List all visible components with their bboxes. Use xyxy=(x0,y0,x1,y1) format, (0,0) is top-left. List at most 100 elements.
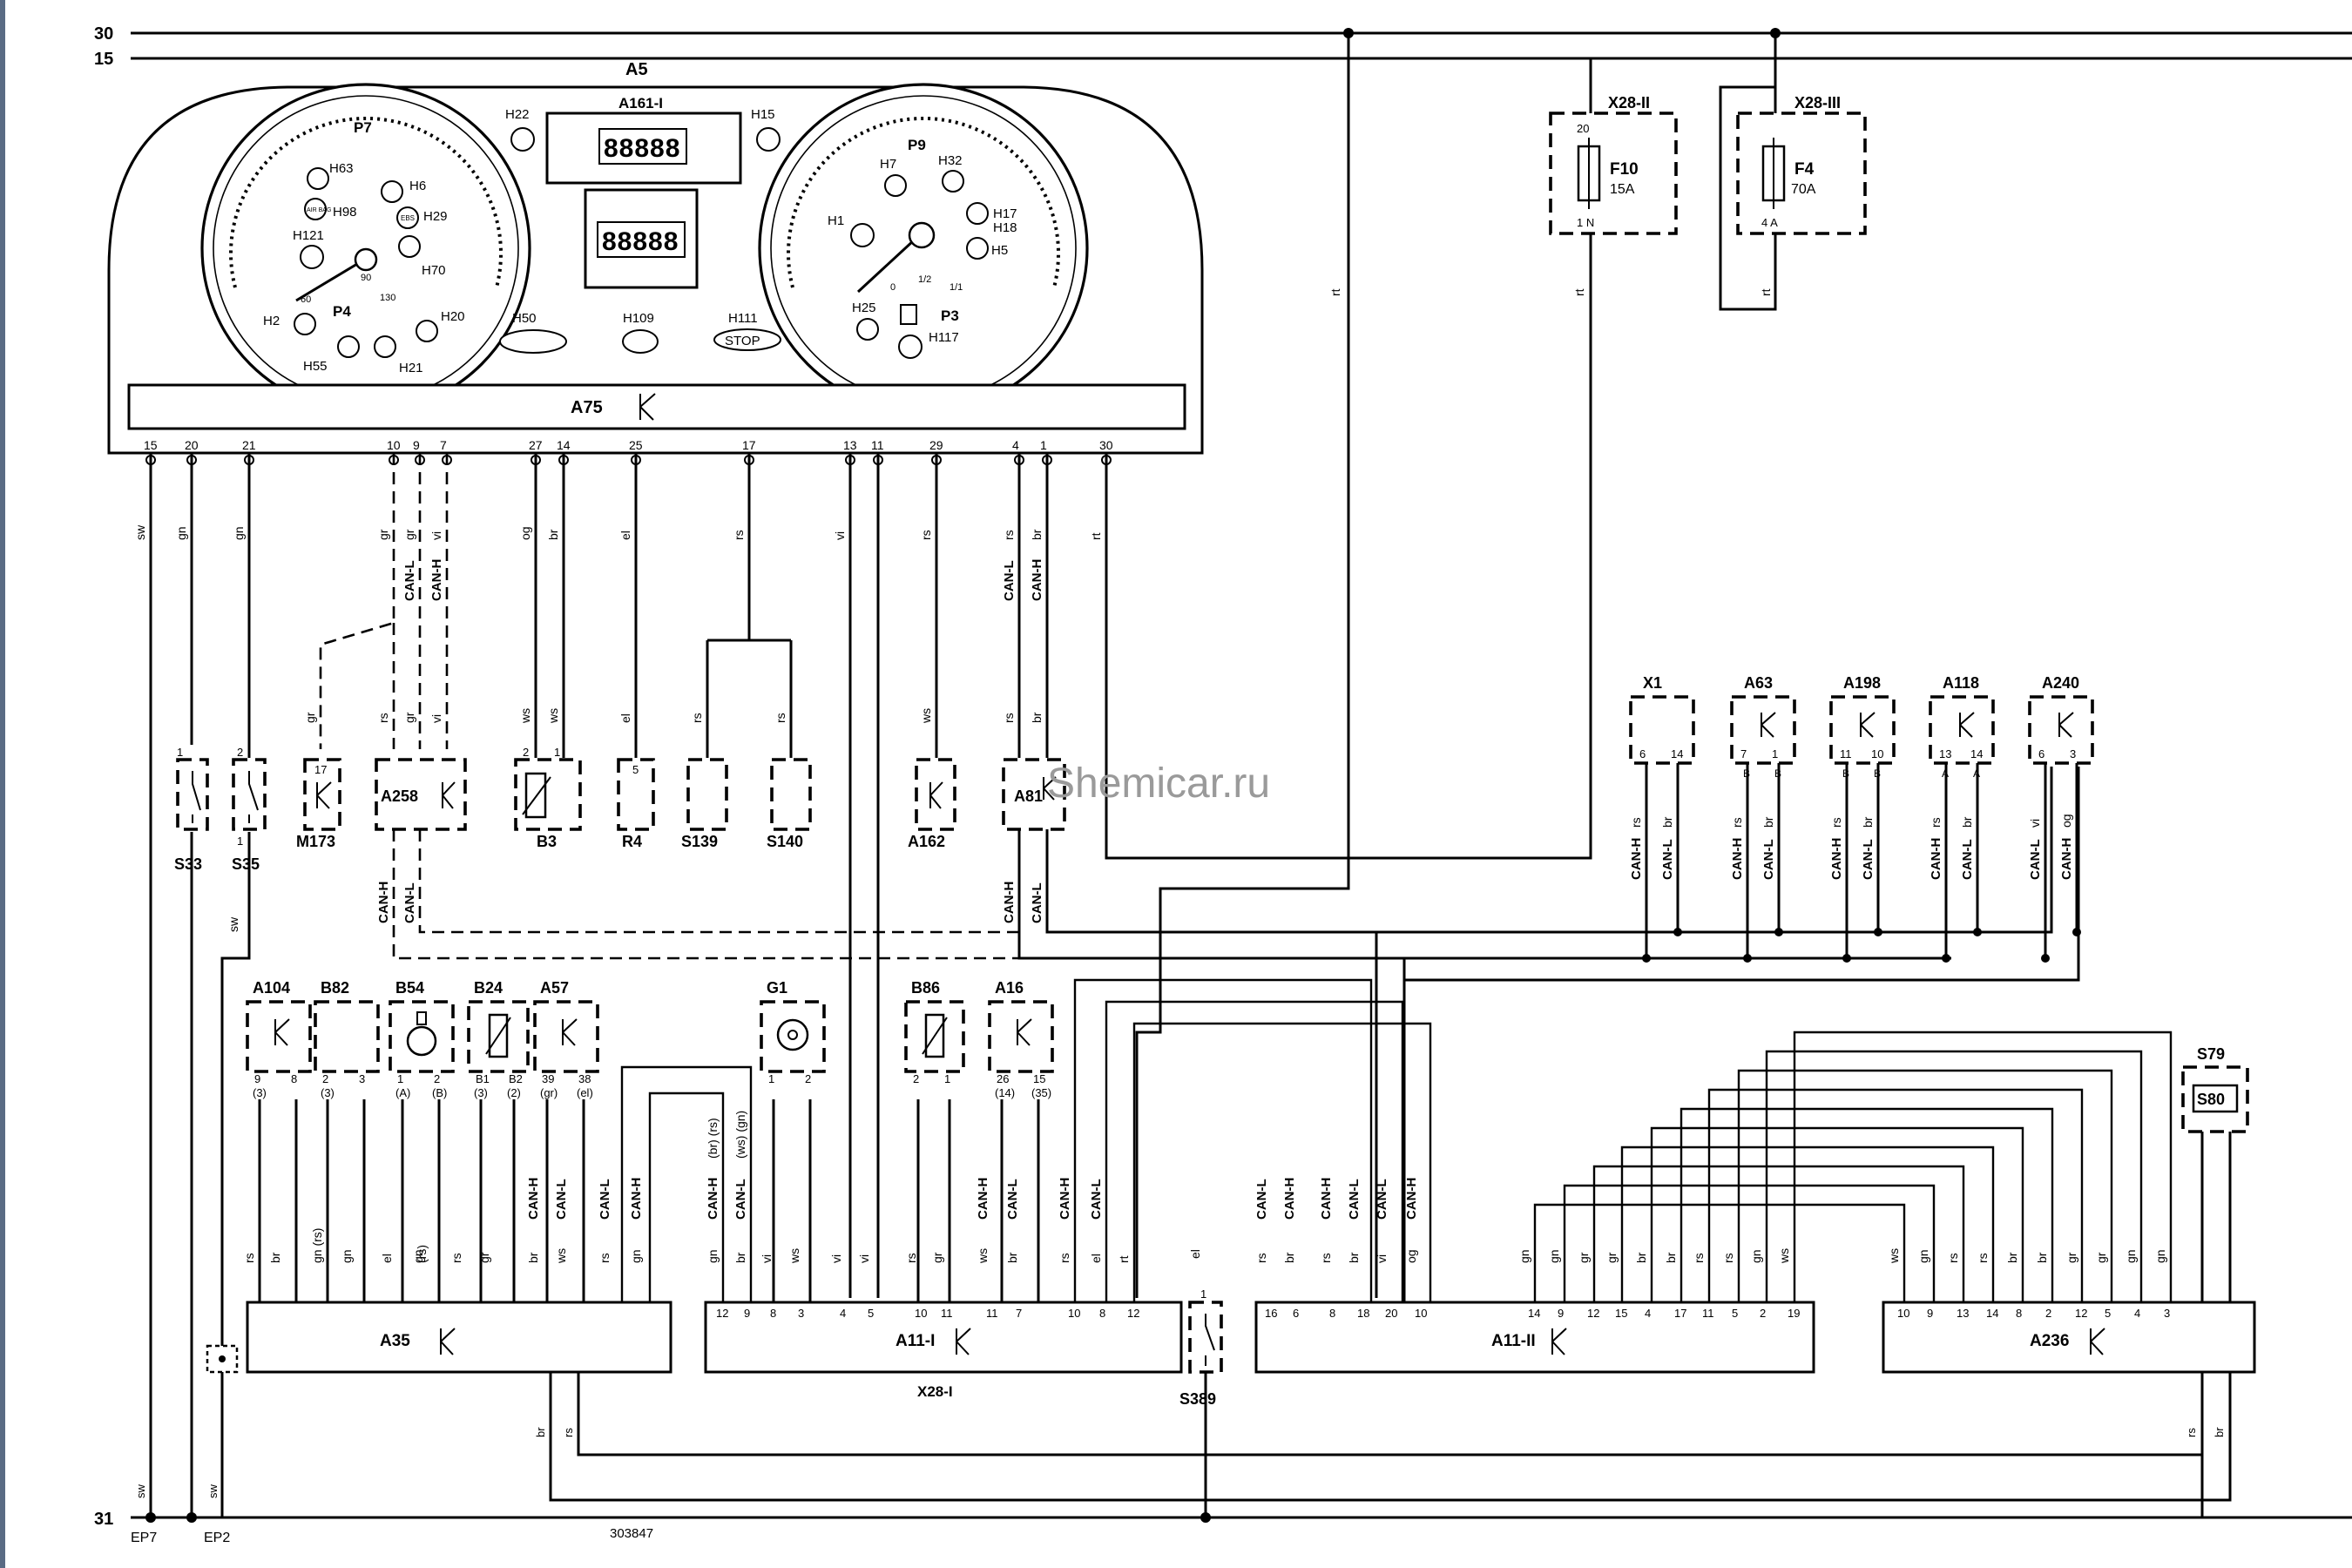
component-pin: B1 xyxy=(476,1072,490,1085)
can-label: CAN-H xyxy=(1929,838,1943,880)
component-b54: B54 1(A) 2(B) xyxy=(389,979,455,1302)
page-left-edge-bar xyxy=(0,0,5,1568)
lamp-h15: H15 xyxy=(751,107,775,122)
s35-pin-1: 1 xyxy=(237,835,243,848)
can-label: CAN-H xyxy=(1730,838,1745,880)
component-pin: 2 xyxy=(434,1072,440,1085)
wire-color: ws xyxy=(554,1248,568,1264)
junction xyxy=(2041,954,2050,963)
bridge-wire xyxy=(1533,1203,1906,1302)
connector-pin: 9 xyxy=(1927,1307,1933,1320)
wire-color-p20: gn xyxy=(174,526,188,540)
a11i-can: CAN-L xyxy=(1089,1179,1104,1220)
module-a258: A258 xyxy=(381,787,418,805)
holder-x28-iii: X28-III xyxy=(1794,94,1841,112)
wire-color: br xyxy=(1005,1252,1019,1263)
wire-color: gr xyxy=(2094,1252,2108,1263)
resistor-r4: R4 xyxy=(622,833,642,850)
wire-color: vi xyxy=(829,1254,843,1263)
connector-sub: X28-I xyxy=(917,1383,953,1400)
wire-color-p30: rt xyxy=(1089,532,1103,540)
wire-color: br xyxy=(2035,1252,2049,1263)
can-label: CAN-L xyxy=(1960,839,1975,880)
b3-wire-ws-1: ws xyxy=(518,708,532,724)
wire-color-p10: gr xyxy=(376,529,390,540)
a81-wire-br: br xyxy=(1030,712,1044,723)
cluster-title: A5 xyxy=(625,60,648,79)
connector-pin: 19 xyxy=(1788,1307,1800,1320)
stop-text: STOP xyxy=(725,334,760,348)
lamp-h5: H5 xyxy=(991,243,1008,258)
wire-color: (rs) xyxy=(415,1245,429,1263)
wire-color: rs xyxy=(242,1253,256,1263)
connector-pin: 3 xyxy=(798,1307,804,1320)
cluster-pin-11: 11 xyxy=(871,438,884,452)
connector-pin: 16 xyxy=(1265,1307,1277,1320)
a11ii-can: CAN-H xyxy=(1404,1178,1419,1220)
motor-icon xyxy=(406,1025,437,1057)
ground-wire-sw-1: sw xyxy=(134,1484,147,1499)
component-name: B54 xyxy=(395,979,424,997)
ground-ep7: EP7 xyxy=(131,1531,157,1545)
a258-can-l: CAN-L xyxy=(402,882,417,923)
wire-color: br xyxy=(1634,1252,1648,1263)
module-pin: 7 xyxy=(1740,747,1747,760)
a11ii-can: CAN-L xyxy=(1254,1179,1269,1220)
wire-color-p14: br xyxy=(546,529,560,540)
lamp-h70: H70 xyxy=(422,263,446,278)
sensor-b3: B3 xyxy=(537,833,557,850)
f10-wire-rt: rt xyxy=(1572,288,1586,296)
component-name: B82 xyxy=(321,979,349,997)
variable-arrow xyxy=(922,1017,948,1055)
connector-pin: 15 xyxy=(1615,1307,1627,1320)
component-pin-alt: (35) xyxy=(1031,1086,1051,1099)
a35-can: CAN-H xyxy=(526,1178,541,1220)
a11-link xyxy=(1105,1000,1404,1302)
wire-color-p1: br xyxy=(1030,529,1044,540)
cluster-pin-10: 10 xyxy=(387,438,401,452)
wire-color-p21: gn xyxy=(232,526,246,540)
right-gauge-p9: P9 P3 0 1/2 1/1 H7 H32 H1 H17 H18 H5 H25… xyxy=(758,83,1089,414)
a35-can: CAN-L xyxy=(554,1179,569,1220)
lamp-h22: H22 xyxy=(505,107,530,122)
cluster-pin-4: 4 xyxy=(1012,438,1019,452)
component-pin-alt: (A) xyxy=(395,1086,410,1099)
wire-color: br xyxy=(1660,816,1674,828)
a11-link xyxy=(1132,1022,1432,1302)
wire-color: gr xyxy=(930,1252,944,1263)
scale-half: 1/2 xyxy=(918,274,931,285)
wire-color: gr xyxy=(1577,1252,1591,1263)
wire-color: rs xyxy=(904,1253,918,1263)
wire-color: br xyxy=(1664,1252,1678,1263)
connector-pin: 11 xyxy=(986,1307,998,1320)
lamp-h109: H109 xyxy=(623,311,654,326)
a35-return-rs xyxy=(577,1372,2202,1456)
a258-wire-p9: gr xyxy=(402,712,416,723)
module-pin: 6 xyxy=(1639,747,1646,760)
connector-pin: 4 xyxy=(1645,1307,1651,1320)
component-pin: 39 xyxy=(542,1072,554,1085)
connector-pin: 5 xyxy=(2105,1307,2111,1320)
component-pin: 1 xyxy=(397,1072,403,1085)
connector-pin: 10 xyxy=(1897,1307,1909,1320)
wire-color: gn xyxy=(2153,1249,2167,1263)
r4-wire: el xyxy=(618,713,632,723)
module-m173: M173 xyxy=(296,833,335,850)
module-pin: 6 xyxy=(2038,747,2044,760)
wire-color: br xyxy=(2005,1252,2019,1263)
warning-lamp-h22-icon xyxy=(510,127,535,152)
s389-pin: 1 xyxy=(1200,1288,1206,1301)
cluster-pin-25: 25 xyxy=(629,438,643,452)
transistor-icon xyxy=(1551,1328,1567,1355)
wire-color: br xyxy=(1761,816,1775,828)
wire-color: br xyxy=(1861,816,1875,828)
cluster-pin-29: 29 xyxy=(929,438,943,452)
bridge-wire xyxy=(1620,1146,1995,1302)
component-pin: 2 xyxy=(322,1072,328,1085)
component-pin-alt: (B) xyxy=(432,1086,447,1099)
